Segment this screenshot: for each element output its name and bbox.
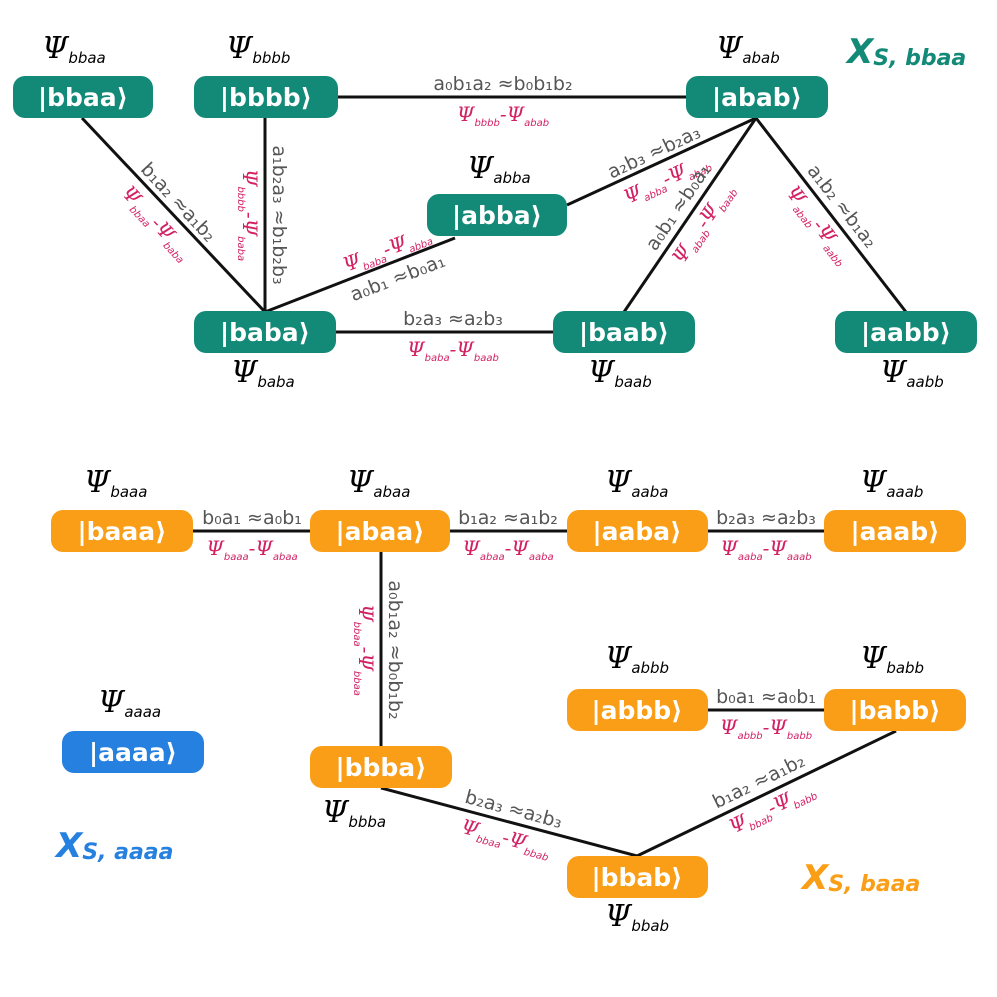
node-psi: Ψaaaa [98, 685, 161, 721]
edge-abba-abab [566, 116, 757, 207]
node-psi: Ψaaab [860, 465, 923, 501]
node-psi: Ψabaa [347, 465, 410, 501]
node-psi: Ψbaab [588, 355, 652, 391]
node-ket: |bbaa⟩ [38, 83, 128, 112]
node-ket: |aabb⟩ [861, 318, 951, 347]
node-ket: |bbba⟩ [335, 753, 426, 782]
node-ket: |abba⟩ [452, 201, 542, 230]
node-bbba: |bbba⟩ Ψbbba [310, 746, 452, 831]
node-psi: Ψaaba [605, 465, 668, 501]
node-psi: Ψbaaa [84, 465, 147, 501]
edge-difference: Ψbaba-Ψbaab [407, 337, 499, 364]
edge-condition: b₀a₁ ≈a₀b₁ [202, 507, 302, 529]
edge-condition: a₀b₁a₂ ≈b₀b₁b₂ [384, 580, 406, 719]
node-baab: |baab⟩ Ψbaab [553, 311, 695, 391]
node-bbbb: |bbbb⟩ Ψbbbb [194, 31, 338, 118]
edge-labels: a₀b₁a₂ ≈b₀b₁b₂ Ψbbbb-Ψabab b₁a₂ ≈a₁b₂ Ψb… [117, 73, 882, 864]
node-bbaa: |bbaa⟩ Ψbbaa [13, 31, 153, 118]
node-ket: |baba⟩ [220, 318, 310, 347]
node-aaab: |aaab⟩ Ψaaab [824, 465, 966, 552]
edge-difference: Ψbbbb-Ψbaba [235, 169, 262, 261]
edge-abab-aabb [754, 117, 908, 313]
edge-condition: b₁a₂ ≈a₁b₂ [136, 158, 220, 246]
node-ket: |aaab⟩ [850, 517, 939, 546]
node-bbab: |bbab⟩ Ψbbab [567, 856, 708, 935]
node-ket: |baab⟩ [579, 318, 669, 347]
group-labels: XS, bbaa XS, aaaa XS, baaa [54, 32, 966, 898]
edge-condition: a₁b₂ ≈b₁a₂ [803, 160, 882, 252]
node-ket: |bbab⟩ [591, 863, 682, 892]
node-psi: Ψbaba [231, 355, 295, 391]
node-psi: Ψbabb [860, 641, 924, 677]
node-babb: |babb⟩ Ψbabb [824, 641, 966, 731]
nodes: |bbaa⟩ Ψbbaa |bbbb⟩ Ψbbbb |abab⟩ Ψabab |… [13, 31, 977, 935]
node-abba: |abba⟩ Ψabba [427, 151, 567, 236]
edge-condition: b₁a₂ ≈a₁b₂ [458, 507, 558, 529]
group-label-aaaa: XS, aaaa [54, 826, 173, 866]
group-label-bbaa: XS, bbaa [845, 32, 966, 72]
edge-condition: a₀b₁a₂ ≈b₀b₁b₂ [433, 73, 572, 95]
edge-condition: b₂a₃ ≈a₂b₃ [403, 308, 503, 330]
node-ket: |babb⟩ [849, 696, 940, 725]
node-psi: Ψaabb [880, 355, 944, 391]
node-ket: |abab⟩ [712, 83, 802, 112]
edge-difference: Ψbbbb-Ψabab [457, 102, 549, 129]
edge-abab-baab [622, 117, 758, 313]
edge-difference: Ψbbaa-Ψbbaa [351, 604, 378, 696]
edge-bbaa-baba [80, 116, 267, 314]
edge-difference: Ψbbaa-Ψbbab [458, 814, 554, 864]
node-psi: Ψabbb [605, 641, 669, 677]
node-ket: |baaa⟩ [77, 517, 166, 546]
edges [80, 95, 908, 858]
node-aaaa: |aaaa⟩ Ψaaaa [62, 685, 204, 773]
node-psi: Ψbbbb [226, 31, 290, 67]
node-ket: |bbbb⟩ [220, 83, 312, 112]
edge-condition: b₂a₃ ≈a₂b₃ [716, 507, 816, 529]
node-psi: Ψbbba [322, 795, 386, 831]
node-ket: |aaba⟩ [592, 517, 681, 546]
node-baba: |baba⟩ Ψbaba [194, 311, 336, 391]
edge-difference: Ψbaaa-Ψabaa [206, 536, 297, 563]
edge-condition: b₀a₁ ≈a₀b₁ [716, 686, 816, 708]
node-psi: Ψbbab [605, 899, 669, 935]
node-psi: Ψbbaa [42, 31, 106, 67]
node-baaa: |baaa⟩ Ψbaaa [51, 465, 193, 552]
node-abaa: |abaa⟩ Ψabaa [310, 465, 450, 552]
edge-difference: Ψaaba-Ψaaab [720, 536, 811, 563]
node-ket: |abbb⟩ [591, 696, 682, 725]
node-psi: Ψabab [716, 31, 780, 67]
edge-condition: a₀b₁ ≈b₀a₁ [347, 250, 448, 306]
node-psi: Ψabba [467, 151, 531, 187]
edge-baba-abba [264, 236, 456, 314]
edge-difference: Ψabaa-Ψaaba [462, 536, 553, 563]
edge-difference: Ψabbb-Ψbabb [720, 715, 812, 742]
node-aabb: |aabb⟩ Ψaabb [835, 311, 977, 391]
edge-bbba-bbab [380, 786, 638, 858]
node-ket: |aaaa⟩ [89, 738, 177, 767]
node-aaba: |aaba⟩ Ψaaba [567, 465, 708, 552]
node-abab: |abab⟩ Ψabab [686, 31, 828, 118]
node-abbb: |abbb⟩ Ψabbb [567, 641, 708, 731]
node-ket: |abaa⟩ [335, 517, 424, 546]
group-label-baaa: XS, baaa [800, 858, 920, 898]
edge-bbab-babb [636, 729, 897, 858]
edge-condition: a₁b₂a₃ ≈b₁b₂b₃ [268, 145, 290, 284]
